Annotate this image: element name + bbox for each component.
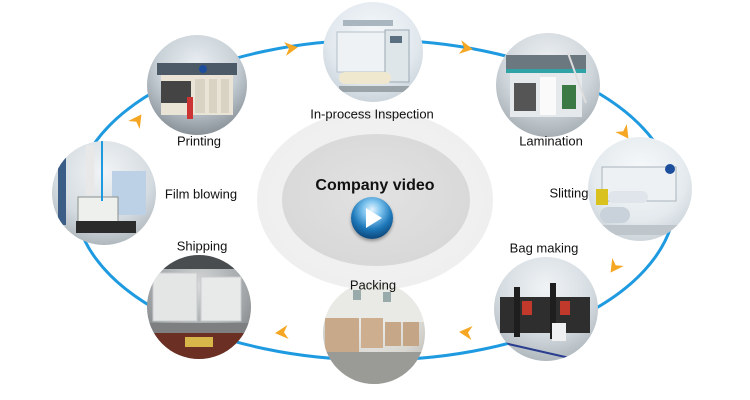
arrow-slitting-to-bagmaking bbox=[610, 257, 624, 273]
company-video-title: Company video bbox=[315, 177, 435, 194]
step-label-film-blowing: Film blowing bbox=[164, 186, 238, 202]
bag-making-machine-photo bbox=[500, 283, 590, 360]
packed-pallets-photo bbox=[323, 282, 425, 384]
arrow-lamination-to-slitting bbox=[615, 123, 629, 139]
step-label-slitting: Slitting bbox=[549, 185, 589, 201]
step-photo-packing[interactable] bbox=[323, 282, 425, 384]
step-photo-slitting[interactable] bbox=[588, 137, 692, 241]
film-blowing-machine-photo bbox=[58, 141, 146, 233]
step-label-inspection: In-process Inspection bbox=[310, 106, 434, 122]
step-label-printing: Printing bbox=[176, 133, 222, 149]
step-label-bag-making: Bag making bbox=[509, 240, 579, 256]
step-photo-inspection[interactable] bbox=[323, 2, 423, 102]
printing-machine-photo bbox=[157, 63, 237, 119]
step-photo-film-blowing[interactable] bbox=[52, 141, 156, 245]
step-photo-lamination[interactable] bbox=[496, 33, 600, 137]
flow-arrows bbox=[128, 40, 629, 340]
slitting-machine-photo bbox=[596, 164, 684, 235]
step-label-packing: Packing bbox=[349, 277, 397, 293]
arrow-printing-to-inspection bbox=[284, 42, 298, 56]
arrow-inspection-to-lamination bbox=[458, 40, 473, 54]
play-icon bbox=[366, 208, 382, 228]
step-label-shipping: Shipping bbox=[176, 238, 228, 254]
arrow-packing-to-shipping bbox=[275, 325, 289, 339]
step-photo-bag-making[interactable] bbox=[494, 257, 598, 361]
step-label-lamination: Lamination bbox=[519, 133, 583, 149]
loaded-container-photo bbox=[147, 255, 251, 359]
arrow-bagmaking-to-packing bbox=[459, 326, 473, 340]
inspection-machine-photo bbox=[336, 20, 410, 92]
arrow-shipping-to-filmblowing bbox=[128, 114, 142, 130]
step-photo-shipping[interactable] bbox=[147, 255, 251, 359]
play-video-button[interactable] bbox=[351, 197, 393, 239]
lamination-machine-photo bbox=[506, 52, 587, 117]
step-photo-printing[interactable] bbox=[147, 35, 247, 135]
